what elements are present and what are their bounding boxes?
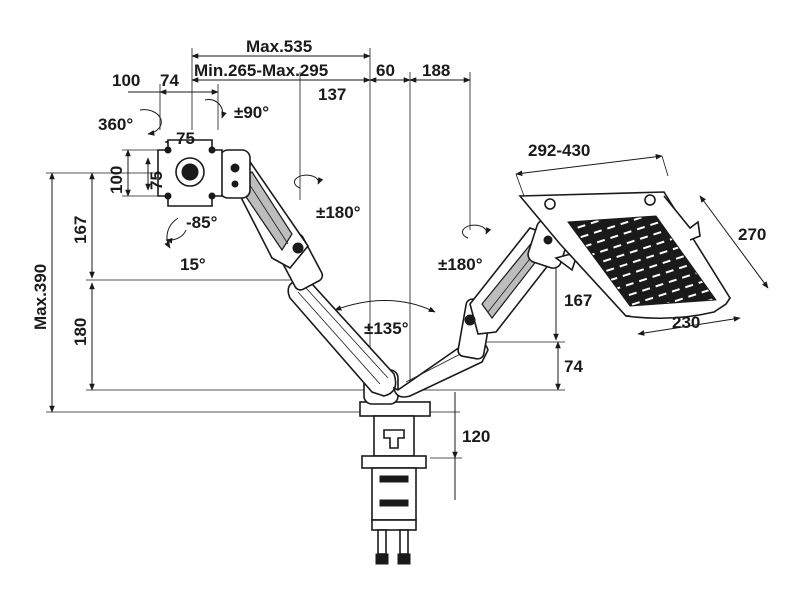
- label-rotate-360: 360°: [98, 115, 133, 134]
- label-60: 60: [376, 61, 395, 80]
- angle-labels: 360° ±90° -85° 15° ±180° ±180° ±135°: [98, 103, 483, 338]
- label-74-top: 74: [160, 71, 179, 90]
- label-167-left: 167: [71, 216, 90, 244]
- vesa-plate: [157, 139, 223, 207]
- desk-clamp: [359, 401, 431, 565]
- label-max-height: Max.390: [31, 264, 50, 330]
- label-75-horizontal: 75: [176, 129, 195, 148]
- label-167-right: 167: [564, 291, 592, 310]
- label-tilt-neg85: -85°: [186, 213, 218, 232]
- left-arm: [219, 149, 397, 397]
- label-100-vertical: 100: [107, 166, 126, 194]
- dimension-labels: Max.535 Min.265-Max.295 100 74 137 60 18…: [31, 37, 766, 446]
- label-tray-bottom: 230: [672, 313, 700, 332]
- label-137: 137: [318, 85, 346, 104]
- label-tilt-90: ±90°: [234, 103, 269, 122]
- label-tray-width: 292-430: [528, 141, 590, 160]
- label-tray-depth: 270: [738, 225, 766, 244]
- rotation-arrows: [139, 99, 492, 313]
- label-swivel-base: ±135°: [364, 319, 409, 338]
- label-180: 180: [71, 318, 90, 346]
- label-swivel-left: ±180°: [316, 203, 361, 222]
- label-height-range: Min.265-Max.295: [194, 61, 328, 80]
- label-120: 120: [462, 427, 490, 446]
- label-75-vertical: 75: [147, 171, 166, 190]
- right-arm: [392, 219, 580, 398]
- laptop-tray: [518, 191, 732, 320]
- label-188: 188: [422, 61, 450, 80]
- label-swivel-right: ±180°: [438, 255, 483, 274]
- label-74-right: 74: [564, 357, 583, 376]
- label-tilt-15: 15°: [180, 255, 206, 274]
- label-max-reach: Max.535: [246, 37, 312, 56]
- label-100-top: 100: [112, 71, 140, 90]
